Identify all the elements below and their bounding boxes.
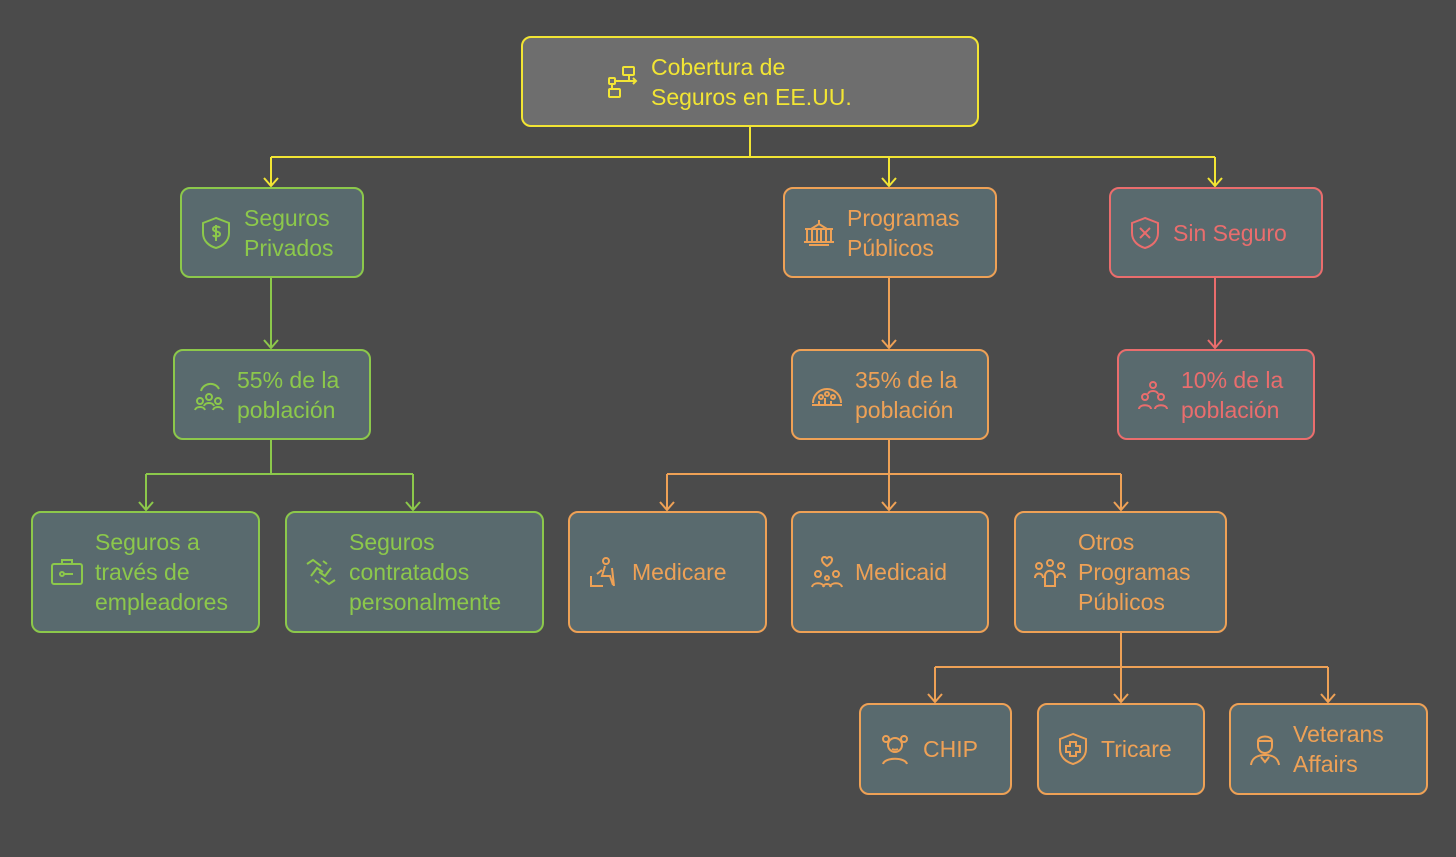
senior-icon bbox=[584, 552, 624, 592]
personal-insurance-node: Seguros contratados personalmente bbox=[285, 511, 544, 633]
veteran-icon bbox=[1245, 729, 1285, 769]
public-share-node: 35% de la población bbox=[791, 349, 989, 440]
veterans-affairs-label: Veterans Affairs bbox=[1293, 721, 1384, 777]
medicare-node: Medicare bbox=[568, 511, 767, 633]
public-programs-node: Programas Públicos bbox=[783, 187, 997, 278]
arrowhead bbox=[263, 339, 279, 350]
private-share-node: 55% de la población bbox=[173, 349, 371, 440]
private-share-label: 55% de la población bbox=[237, 366, 340, 423]
employer-insurance-node: Seguros a través de empleadores bbox=[31, 511, 260, 633]
connector bbox=[934, 633, 1329, 701]
people-triangle-icon bbox=[1133, 375, 1173, 415]
medicaid-node: Medicaid bbox=[791, 511, 989, 633]
root-label: Cobertura de Seguros en EE.UU. bbox=[651, 53, 852, 110]
employer-insurance-label: Seguros a través de empleadores bbox=[95, 529, 228, 615]
arrowhead bbox=[881, 339, 897, 350]
public-programs-label: Programas Públicos bbox=[847, 204, 960, 261]
arrowhead bbox=[881, 177, 897, 188]
root-node: Cobertura de Seguros en EE.UU. bbox=[521, 36, 979, 127]
uninsured-node: Sin Seguro bbox=[1109, 187, 1323, 278]
child-icon bbox=[875, 729, 915, 769]
connector bbox=[145, 440, 414, 509]
briefcase-icon bbox=[47, 552, 87, 592]
arrowhead bbox=[263, 177, 279, 188]
other-programs-node: Otros Programas Públicos bbox=[1014, 511, 1227, 633]
private-insurance-label: Seguros Privados bbox=[244, 204, 334, 261]
tricare-node: Tricare bbox=[1037, 703, 1205, 795]
arrowhead bbox=[138, 501, 154, 512]
people-group-icon bbox=[189, 375, 229, 415]
arrowhead bbox=[1320, 693, 1336, 704]
arrowhead bbox=[1207, 177, 1223, 188]
medicaid-label: Medicaid bbox=[855, 559, 948, 585]
personal-insurance-label: Seguros contratados personalmente bbox=[349, 529, 502, 615]
people-icon bbox=[1030, 552, 1070, 592]
connector bbox=[270, 127, 1216, 185]
tricare-label: Tricare bbox=[1101, 736, 1172, 762]
x-shield-icon bbox=[1125, 213, 1165, 253]
military-shield-icon bbox=[1053, 729, 1093, 769]
arrowhead bbox=[1207, 339, 1223, 350]
uninsured-share-node: 10% de la población bbox=[1117, 349, 1315, 440]
arrowhead bbox=[927, 693, 943, 704]
family-heart-icon bbox=[807, 552, 847, 592]
arrowhead bbox=[881, 501, 897, 512]
handshake-icon bbox=[301, 552, 341, 592]
community-icon bbox=[807, 375, 847, 415]
chip-node: CHIP bbox=[859, 703, 1012, 795]
uninsured-label: Sin Seguro bbox=[1173, 219, 1287, 246]
private-insurance-node: Seguros Privados bbox=[180, 187, 364, 278]
arrowhead bbox=[1113, 501, 1129, 512]
arrowhead bbox=[659, 501, 675, 512]
public-share-label: 35% de la población bbox=[855, 366, 958, 423]
connector bbox=[666, 440, 1122, 509]
veterans-affairs-node: Veterans Affairs bbox=[1229, 703, 1428, 795]
government-building-icon bbox=[799, 213, 839, 253]
dollar-shield-icon bbox=[196, 213, 236, 253]
chip-label: CHIP bbox=[923, 736, 978, 762]
arrowhead bbox=[405, 501, 421, 512]
medicare-label: Medicare bbox=[632, 559, 727, 585]
flowchart-icon bbox=[603, 62, 643, 102]
other-programs-label: Otros Programas Públicos bbox=[1078, 529, 1191, 615]
uninsured-share-label: 10% de la población bbox=[1181, 366, 1284, 423]
arrowhead bbox=[1113, 693, 1129, 704]
